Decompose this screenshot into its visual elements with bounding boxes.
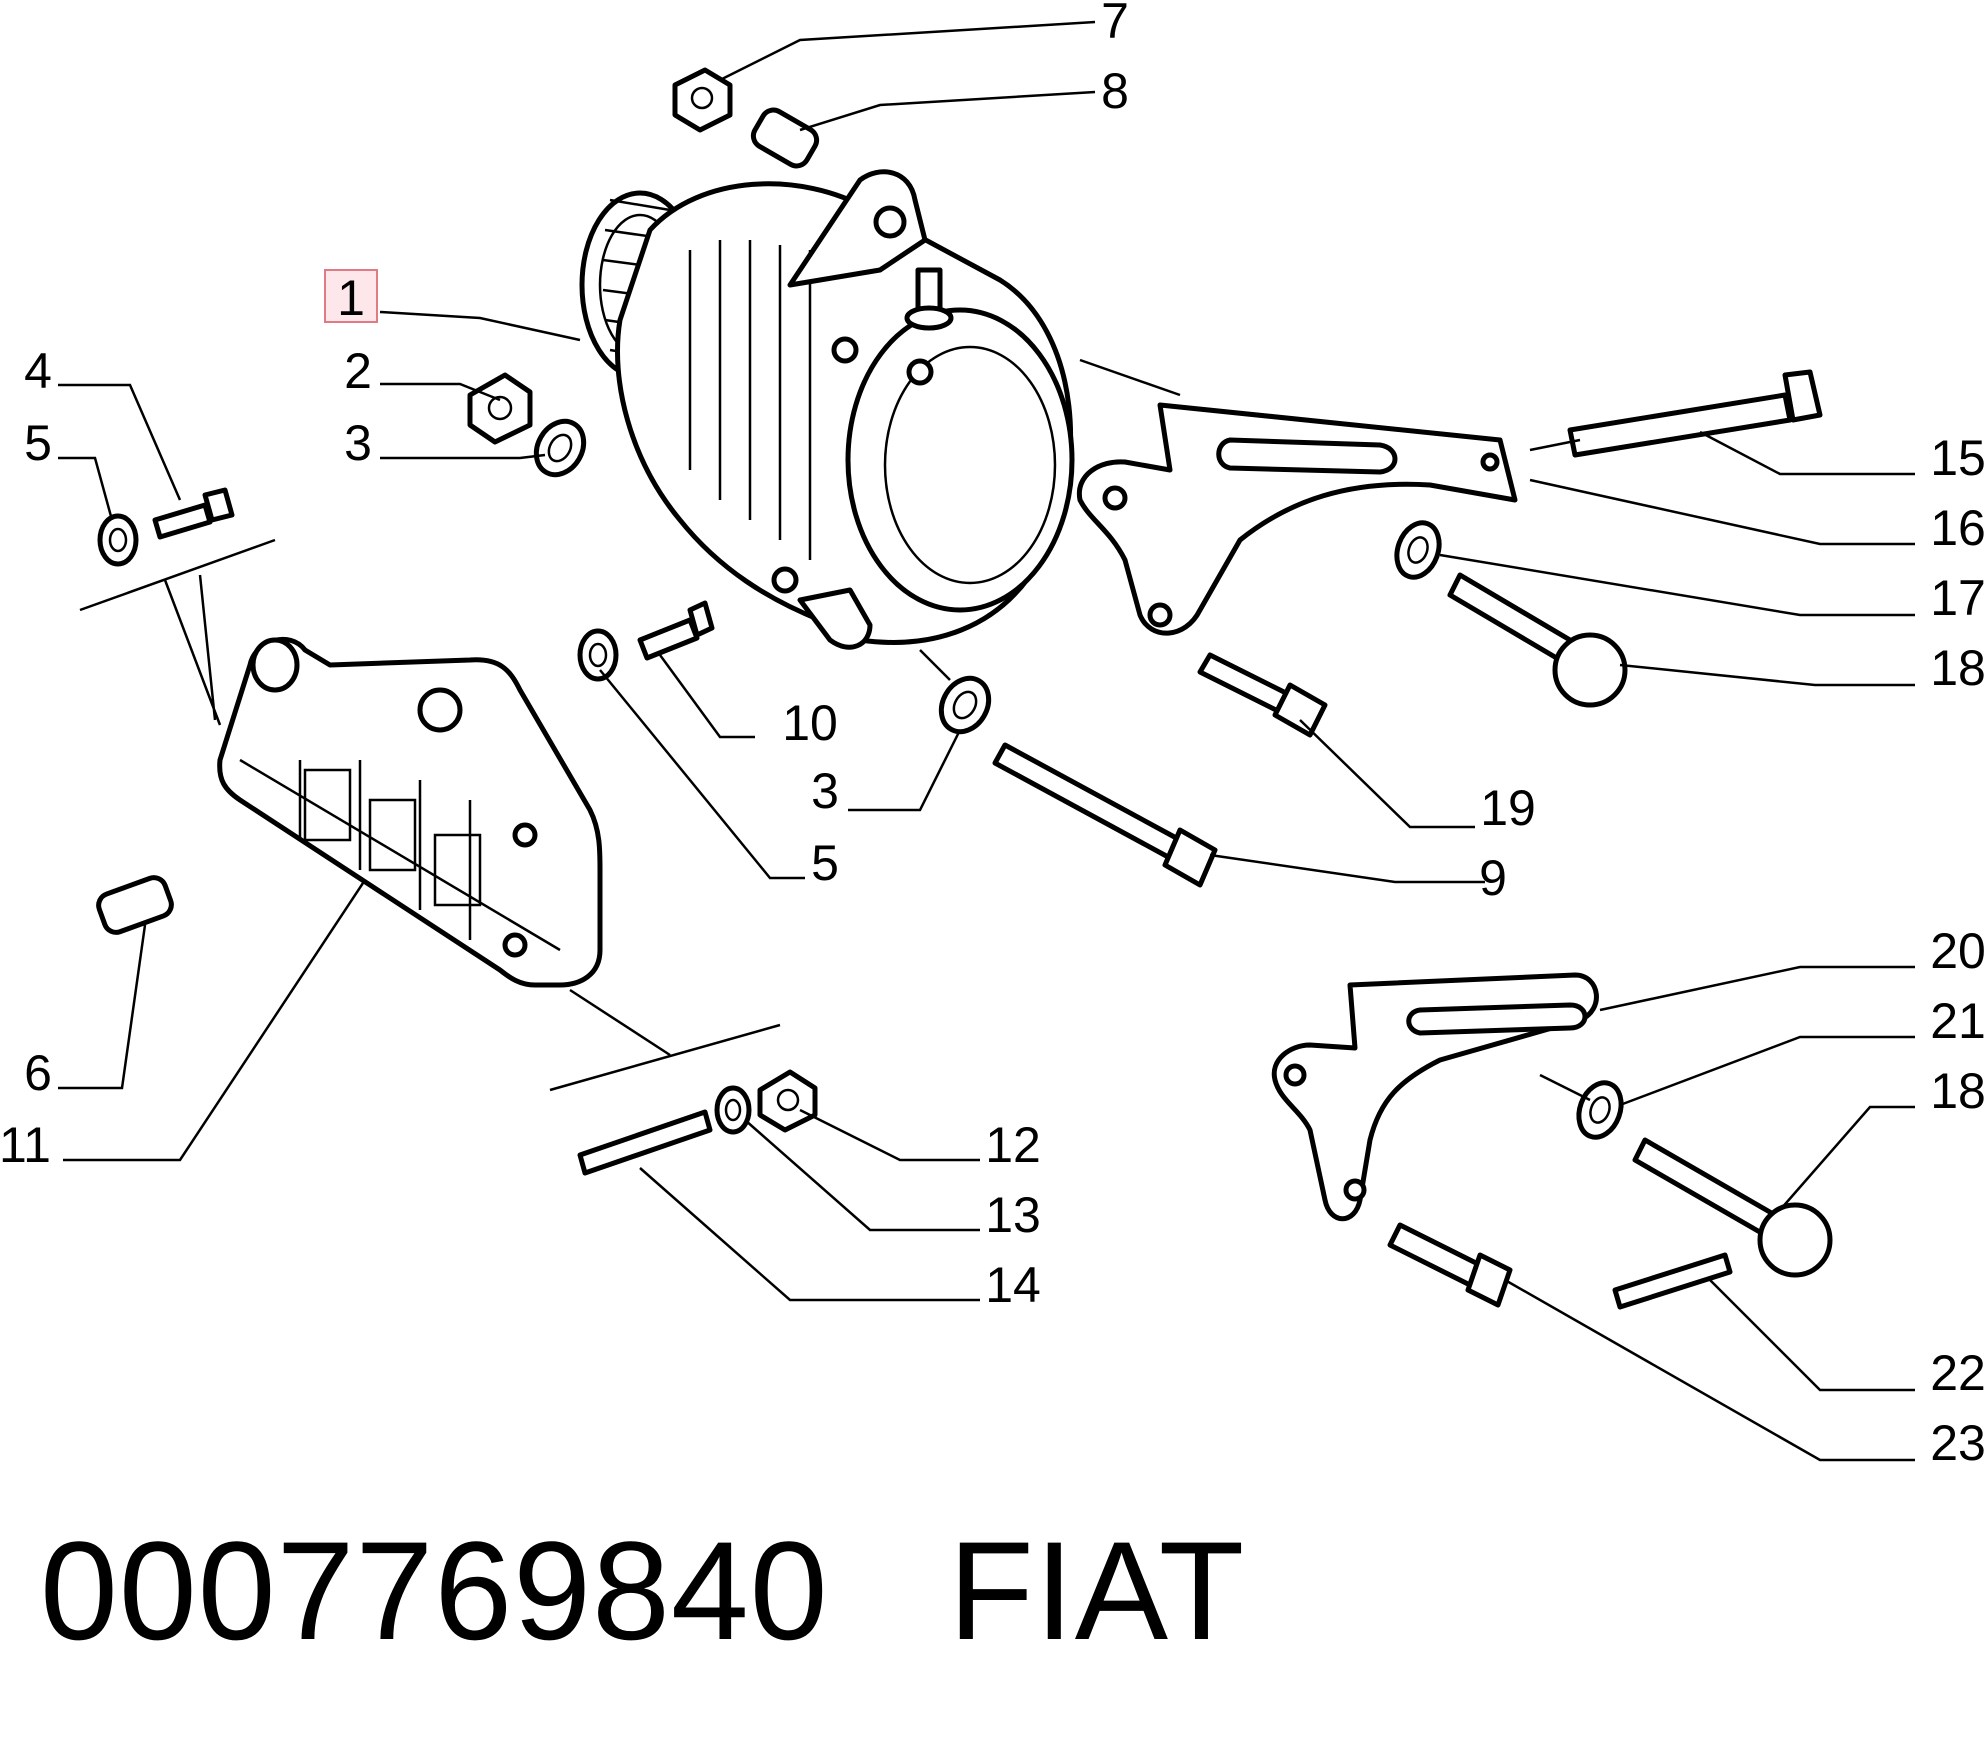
callout-5b[interactable]: 5 [811,835,839,891]
callout-1-highlight [324,269,378,323]
bolt-4 [152,502,213,540]
washer-3b [938,675,992,735]
bolt-18a [1447,572,1573,663]
bolt-23 [1387,1222,1483,1288]
nut-7 [672,67,733,133]
callout-1[interactable]: 1 [337,270,365,326]
callout-2[interactable]: 2 [344,343,372,399]
bolt-10 [637,617,700,661]
callout-8[interactable]: 8 [1101,63,1129,119]
nut-2 [467,372,533,445]
callout-22[interactable]: 22 [1930,1345,1986,1401]
callout-5a[interactable]: 5 [24,415,52,471]
bolt-9 [992,742,1183,861]
callout-21[interactable]: 21 [1930,993,1986,1049]
callout-18a[interactable]: 18 [1930,640,1986,696]
bolt-18b [1632,1137,1778,1238]
callout-23[interactable]: 23 [1930,1415,1986,1471]
nut-12 [757,1069,818,1133]
callout-19[interactable]: 19 [1480,780,1536,836]
bolt-15 [1567,392,1793,458]
callout-6[interactable]: 6 [24,1045,52,1101]
mounting-bracket-drawing[interactable] [217,636,603,988]
assembly-guide-lines [79,358,1591,1102]
part-number: 0007769840 [40,1512,829,1669]
washer-17 [1394,520,1442,580]
upper-adjusting-arm-drawing[interactable] [1076,402,1518,636]
washer-3a [533,418,587,478]
callout-13[interactable]: 13 [985,1187,1041,1243]
lower-adjusting-arm-drawing[interactable] [1271,972,1599,1222]
callout-7[interactable]: 7 [1101,0,1129,49]
stud-14 [577,1109,713,1176]
callout-16[interactable]: 16 [1930,500,1986,556]
bushing-8 [750,107,820,169]
callout-3a[interactable]: 3 [344,415,372,471]
callout-17[interactable]: 17 [1930,570,1986,626]
leader-lines [58,20,1915,1462]
callout-9[interactable]: 9 [1479,850,1507,906]
stud-22 [1612,1252,1733,1310]
callout-20[interactable]: 20 [1930,923,1986,979]
callout-4[interactable]: 4 [24,343,52,399]
callout-3b[interactable]: 3 [811,763,839,819]
washer-5b [577,628,619,682]
callout-14[interactable]: 14 [985,1257,1041,1313]
alternator-drawing[interactable] [579,169,1075,650]
washer-21 [1576,1080,1624,1140]
callout-18b[interactable]: 18 [1930,1063,1986,1119]
brand-name: FIAT [948,1512,1246,1669]
callout-15[interactable]: 15 [1930,430,1986,486]
washer-5a [97,513,139,567]
callout-12[interactable]: 12 [985,1117,1041,1173]
hardware-parts [96,67,1833,1310]
bushing-6 [96,875,174,935]
part-number-caption: 0007769840 FIAT [40,1510,1245,1672]
callout-11[interactable]: 11 [0,1117,51,1173]
callout-10[interactable]: 10 [782,695,838,751]
washer-13 [714,1085,752,1135]
bolt-19 [1197,652,1293,715]
